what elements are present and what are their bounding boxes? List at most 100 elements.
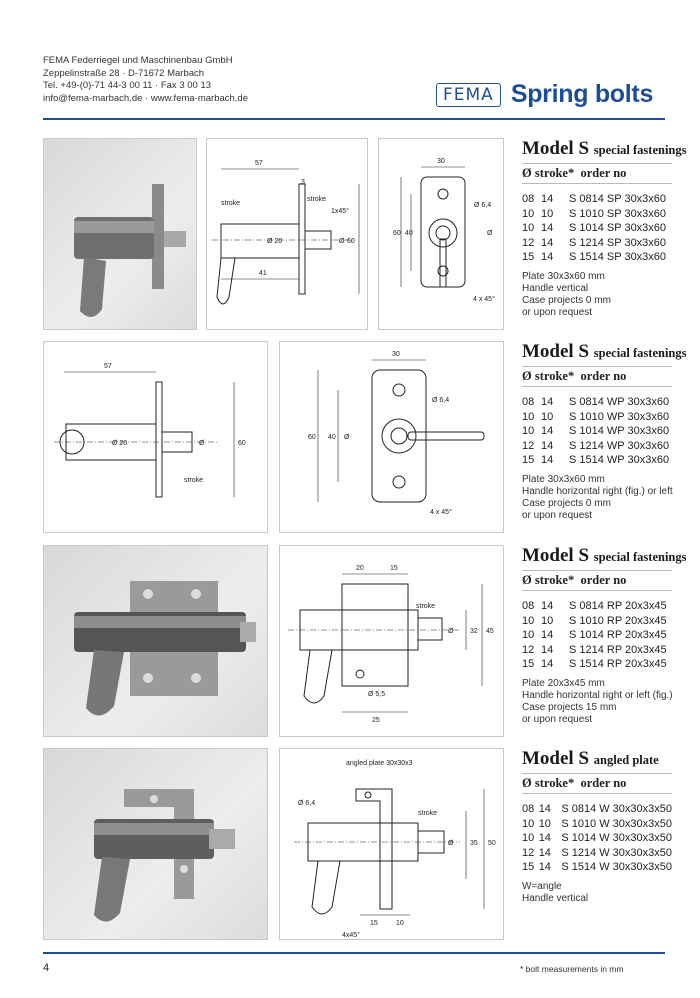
note-line: Handle vertical <box>522 892 589 904</box>
dim-stroke: stroke <box>184 477 203 484</box>
cell-stroke: 14 <box>541 222 554 235</box>
note-line: Plate 30x3x60 mm <box>522 473 605 485</box>
model-title: Model S special fastenings <box>522 341 687 363</box>
cell-diameter: 10 <box>522 832 535 845</box>
company-info: FEMA Federriegel und Maschinenbau GmbH Z… <box>43 55 248 105</box>
cell-diameter: 10 <box>522 425 535 438</box>
dim-dia: Ø <box>487 230 493 237</box>
model-panel-sp: Model S special fastenings Ø stroke* ord… <box>522 138 687 319</box>
dim-hole: Ø 6,4 <box>298 800 315 807</box>
dim-width: 30 <box>437 158 445 165</box>
cell-order: S 1214 W 30x30x3x50 <box>561 846 672 859</box>
dim-h2: 40 <box>405 230 413 237</box>
cell-stroke: 14 <box>541 193 554 206</box>
dim-height: 60 <box>238 440 246 447</box>
cell-stroke: 14 <box>538 803 551 816</box>
cell-order: S 1010 SP 30x3x60 <box>569 207 667 220</box>
header-diameter: Ø <box>522 776 532 790</box>
dim-dia: Ø <box>448 628 454 635</box>
note-line: Plate 30x3x60 mm <box>522 270 605 282</box>
cell-stroke: 14 <box>541 425 554 438</box>
table-header: Ø stroke* order no <box>522 366 672 387</box>
cell-stroke: 14 <box>541 251 554 264</box>
dim-thickness: 3 <box>301 179 305 186</box>
drawing-side-sp: 57 3 stroke stroke 1x45° Ø 20 Ø 60 41 <box>206 138 368 330</box>
header-diameter: Ø <box>522 166 532 180</box>
header-order: order no <box>580 369 627 383</box>
cell-stroke: 14 <box>541 600 554 613</box>
cell-diameter: 15 <box>522 251 535 264</box>
cell-order: S 1214 RP 20x3x45 <box>569 643 667 656</box>
note-line: W=angle <box>522 880 562 892</box>
cell-diameter: 10 <box>522 222 535 235</box>
dim-stroke-left: stroke <box>221 200 240 207</box>
cell-diameter: 08 <box>522 396 535 409</box>
cell-diameter: 15 <box>522 454 535 467</box>
dim-pin-diameter: Ø <box>339 238 345 245</box>
dim-plate: angled plate 30x30x3 <box>346 760 413 767</box>
header-diameter: Ø <box>522 573 532 587</box>
note-line: Handle vertical <box>522 282 589 294</box>
note-line: Case projects 0 mm <box>522 497 611 509</box>
drawing-front-sp: 30 Ø 6,4 60 40 Ø 4 x 45° <box>378 138 504 330</box>
cell-stroke: 14 <box>541 439 554 452</box>
page-number: 4 <box>43 962 50 974</box>
photo-spring-bolt-w <box>43 748 268 940</box>
model-name: Model S <box>522 545 590 566</box>
brand: FEMA Spring bolts <box>436 80 653 109</box>
cell-order: S 1014 WP 30x3x60 <box>569 425 670 438</box>
cell-order: S 1214 SP 30x3x60 <box>569 236 667 249</box>
header-order: order no <box>580 573 627 587</box>
cell-stroke: 14 <box>541 629 554 642</box>
dim-length: 57 <box>255 160 263 167</box>
cell-diameter: 15 <box>522 658 535 671</box>
model-title: Model S angled plate <box>522 748 672 770</box>
photo-spring-bolt-sp <box>43 138 197 330</box>
note-line: or upon request <box>522 509 593 521</box>
cell-diameter: 08 <box>522 803 535 816</box>
cell-order: S 1514 RP 20x3x45 <box>569 658 667 671</box>
dim-h2: 40 <box>328 434 336 441</box>
bolt-photo-illustration <box>74 581 256 716</box>
company-name: FEMA Federriegel und Maschinenbau GmbH <box>43 55 233 66</box>
cell-diameter: 12 <box>522 643 535 656</box>
cell-diameter: 12 <box>522 439 535 452</box>
dim-width: 30 <box>392 351 400 358</box>
dim-chamfer: 4 x 45° <box>430 508 452 516</box>
model-panel-rp: Model S special fastenings Ø stroke* ord… <box>522 545 687 726</box>
model-notes: Plate 20x3x45 mm Handle horizontal right… <box>522 677 673 726</box>
dim-w1: 20 <box>356 565 364 572</box>
cell-stroke: 14 <box>541 658 554 671</box>
cell-diameter: 08 <box>522 193 535 206</box>
model-subtitle: special fastenings <box>593 143 687 157</box>
dim-h1: 32 <box>470 628 478 635</box>
note-line: Plate 20x3x45 mm <box>522 677 605 689</box>
cell-order: S 1014 RP 20x3x45 <box>569 629 667 642</box>
cell-stroke: 14 <box>541 454 554 467</box>
cell-order: S 0814 W 30x30x3x50 <box>561 803 672 816</box>
cell-order: S 1014 SP 30x3x60 <box>569 222 667 235</box>
note-line: Case projects 15 mm <box>522 701 617 713</box>
header-stroke: stroke* <box>534 369 575 383</box>
cell-diameter: 08 <box>522 600 535 613</box>
model-panel-w: Model S angled plate Ø stroke* order no … <box>522 748 672 905</box>
dim-hole: Ø 6,4 <box>474 202 491 209</box>
fema-logo: FEMA <box>436 82 501 107</box>
cell-order: S 1514 SP 30x3x60 <box>569 251 667 264</box>
header-diameter: Ø <box>522 369 532 383</box>
dim-bottom: 25 <box>372 717 380 724</box>
cell-stroke: 10 <box>541 207 554 220</box>
cell-stroke: 14 <box>541 236 554 249</box>
